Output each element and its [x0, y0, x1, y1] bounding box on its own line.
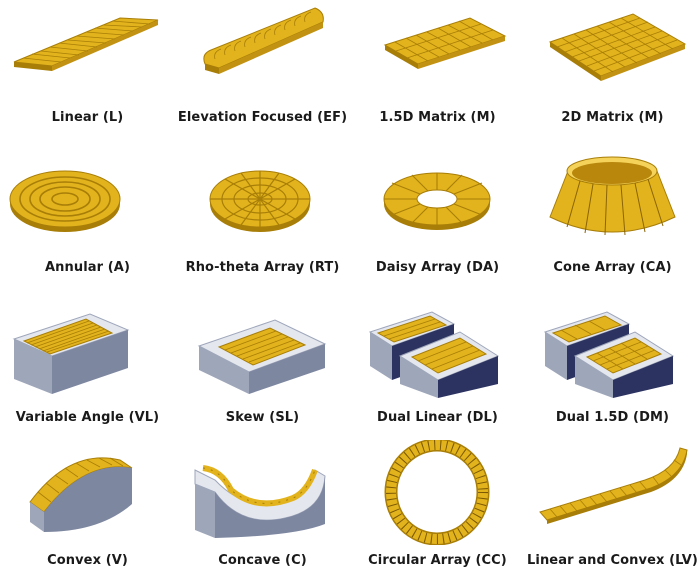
probe-label: Linear (L): [51, 110, 124, 125]
probe-label: Elevation Focused (EF): [177, 110, 348, 125]
probe-label: Rho-theta Array (RT): [185, 260, 340, 275]
probe-label: 1.5D Matrix (M): [379, 110, 496, 125]
linear-array-icon: [13, 17, 159, 71]
probe-label: Daisy Array (DA): [375, 260, 500, 275]
dual-1-5d-array-icon: [543, 311, 675, 398]
probe-label: 2D Matrix (M): [561, 110, 664, 125]
cone-array-icon: [549, 156, 676, 236]
probe-cell-dual-linear: Dual Linear (DL): [350, 294, 525, 440]
skew-array-icon: [197, 319, 327, 394]
probe-label: Circular Array (CC): [368, 553, 507, 568]
probe-label: Variable Angle (VL): [15, 410, 160, 425]
concave-array-icon: [194, 465, 326, 538]
probe-label: Linear and Convex (LV): [527, 553, 698, 568]
probe-cell-dual-1-5d: Dual 1.5D (DM): [525, 294, 700, 440]
dual-linear-array-icon: [368, 311, 500, 398]
circular-array-icon: [384, 440, 490, 545]
probe-cell-linear-and-convex: Linear and Convex (LV): [525, 440, 700, 583]
probe-cell-1-5d-matrix: 1.5D Matrix (M): [350, 0, 525, 147]
probe-cell-cone: Cone Array (CA): [525, 147, 700, 294]
probe-cell-circular: Circular Array (CC): [350, 440, 525, 583]
daisy-array-icon: [383, 172, 491, 230]
rho-theta-array-icon: [209, 170, 311, 232]
probe-cell-convex: Convex (V): [0, 440, 175, 583]
probe-label: Annular (A): [44, 260, 131, 275]
probe-cell-daisy: Daisy Array (DA): [350, 147, 525, 294]
probe-cell-skew: Skew (SL): [175, 294, 350, 440]
elevation-focused-array-icon: [203, 7, 324, 74]
probe-cell-linear: Linear (L): [0, 0, 175, 147]
probe-label: Skew (SL): [225, 410, 300, 425]
probe-cell-variable-angle: Variable Angle (VL): [0, 294, 175, 440]
probe-cell-rho-theta: Rho-theta Array (RT): [175, 147, 350, 294]
1-5d-matrix-array-icon: [383, 17, 507, 69]
probe-label: Dual Linear (DL): [377, 410, 498, 425]
probe-label: Dual 1.5D (DM): [555, 410, 670, 425]
2d-matrix-array-icon: [548, 13, 687, 81]
linear-and-convex-array-icon: [539, 447, 688, 524]
probe-label: Concave (C): [218, 553, 307, 568]
probe-label: Convex (V): [47, 553, 128, 568]
probe-cell-concave: Concave (C): [175, 440, 350, 583]
convex-array-icon: [29, 457, 133, 532]
probe-cell-annular: Annular (A): [0, 147, 175, 294]
annular-array-icon: [9, 170, 121, 232]
variable-angle-array-icon: [12, 313, 130, 394]
probe-cell-elevation-focused: Elevation Focused (EF): [175, 0, 350, 147]
probe-cell-2d-matrix: 2D Matrix (M): [525, 0, 700, 147]
probe-label: Cone Array (CA): [553, 260, 672, 275]
